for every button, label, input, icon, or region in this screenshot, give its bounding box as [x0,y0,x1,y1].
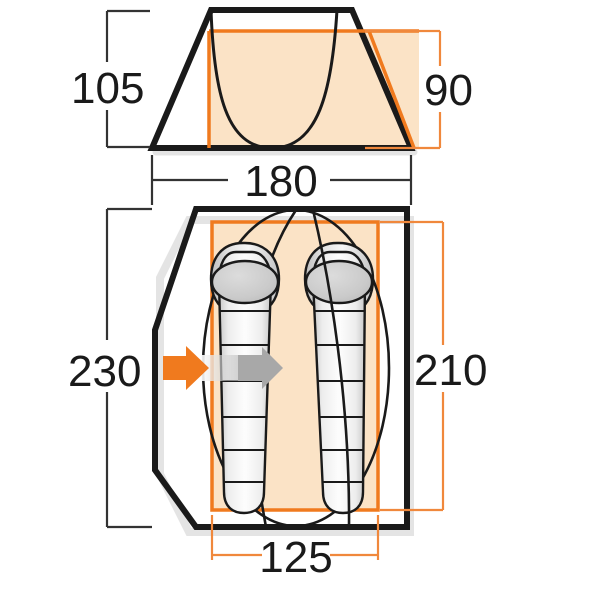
dimension-125: 125 [210,515,380,582]
floor-plan-view: 230 210 125 [68,206,487,582]
dimension-90-label: 90 [424,66,473,115]
bag-left-head-opening-overlay [210,259,280,305]
dimension-180-label: 180 [244,157,317,206]
flysheet-elevation-outline [147,7,416,151]
entrance-direction-arrow-icon [163,346,209,390]
dimension-230: 230 [68,207,152,529]
dimension-180: 180 [150,155,413,206]
dimension-230-label: 230 [68,347,141,396]
front-elevation-view: 105 90 180 [71,7,473,206]
dimension-105-label: 105 [71,64,144,113]
sleeping-bag-right [303,241,375,515]
dimension-105: 105 [71,9,150,149]
bag-right-baffles [313,310,365,483]
entrance-inner-arrow-icon [238,347,283,389]
sleeping-bag-left [209,241,281,515]
flysheet-plan-outline [152,206,410,530]
dimension-210-label: 210 [414,346,487,395]
entrance-arrows [163,346,283,390]
inner-tent-elevation-slope [367,30,416,149]
dimension-210: 210 [380,220,487,512]
dimension-90: 90 [365,29,473,150]
door-arch-icon [209,8,339,150]
dimension-125-label: 125 [259,533,332,582]
canopy-seam-arc-right [311,209,351,528]
bag-right-head-opening-overlay [304,259,374,305]
